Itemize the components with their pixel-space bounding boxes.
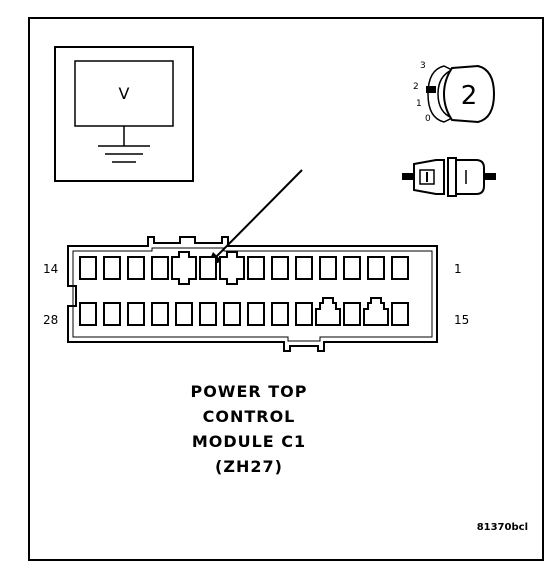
pin-row-bottom	[79, 297, 409, 326]
pin-cavity-keyed	[315, 297, 341, 326]
pin-cavity	[343, 302, 361, 326]
pin-cavity	[271, 302, 289, 326]
probe-arrow	[206, 169, 303, 268]
pin-cavity-keyed	[363, 297, 389, 326]
caption-line-2: CONTROL	[203, 407, 296, 426]
pin-cavity	[391, 302, 409, 326]
meter-symbol: V	[119, 84, 130, 103]
selector-current-position: 2	[461, 81, 478, 111]
selector-position-3: 3	[420, 61, 426, 71]
pin-cavity	[223, 302, 241, 326]
pin-cavity	[151, 302, 169, 326]
pin-cavity-keyed	[171, 251, 197, 285]
figure-frame	[28, 17, 544, 561]
connector-face	[67, 236, 438, 352]
connector-inner-outline	[72, 247, 433, 342]
pin-cavity	[79, 302, 97, 326]
selector-position-2: 2	[413, 82, 419, 92]
pin-cavity	[295, 302, 313, 326]
figure-code: 81370bcl	[477, 522, 528, 533]
selector-position-0: 0	[425, 114, 431, 124]
pin-cavity-keyed	[219, 251, 245, 285]
caption-line-4: (ZH27)	[215, 457, 283, 476]
pin-cavity	[103, 256, 121, 280]
pin-label-bottom-right: 15	[454, 313, 469, 327]
pin-cavity	[367, 256, 385, 280]
pin-cavity	[343, 256, 361, 280]
pin-cavity	[127, 302, 145, 326]
pin-cavity	[127, 256, 145, 280]
pin-cavity	[199, 302, 217, 326]
caption: POWER TOP CONTROL MODULE C1 (ZH27)	[190, 382, 307, 476]
pin-cavity	[247, 302, 265, 326]
pin-cavity	[199, 256, 217, 280]
connector-plug-icon	[402, 157, 496, 197]
pin-label-top-left: 14	[43, 262, 58, 276]
caption-line-3: MODULE C1	[192, 432, 306, 451]
pin-cavity	[103, 302, 121, 326]
pin-row-top	[79, 251, 409, 285]
connector-housing	[67, 236, 438, 352]
pin-cavity	[247, 256, 265, 280]
pin-label-bottom-left: 28	[43, 313, 58, 327]
pin-cavity	[391, 256, 409, 280]
pin-cavity	[319, 256, 337, 280]
selector-position-1: 1	[416, 99, 422, 109]
pin-cavity	[271, 256, 289, 280]
pin-cavity	[295, 256, 313, 280]
pin-label-top-right: 1	[454, 262, 462, 276]
pin-cavity	[175, 302, 193, 326]
caption-line-1: POWER TOP	[190, 382, 307, 401]
selector-knob-icon: 3 2 1 0 2	[413, 61, 496, 124]
voltmeter-icon: V	[54, 46, 194, 182]
pin-cavity	[151, 256, 169, 280]
pin-cavity	[79, 256, 97, 280]
